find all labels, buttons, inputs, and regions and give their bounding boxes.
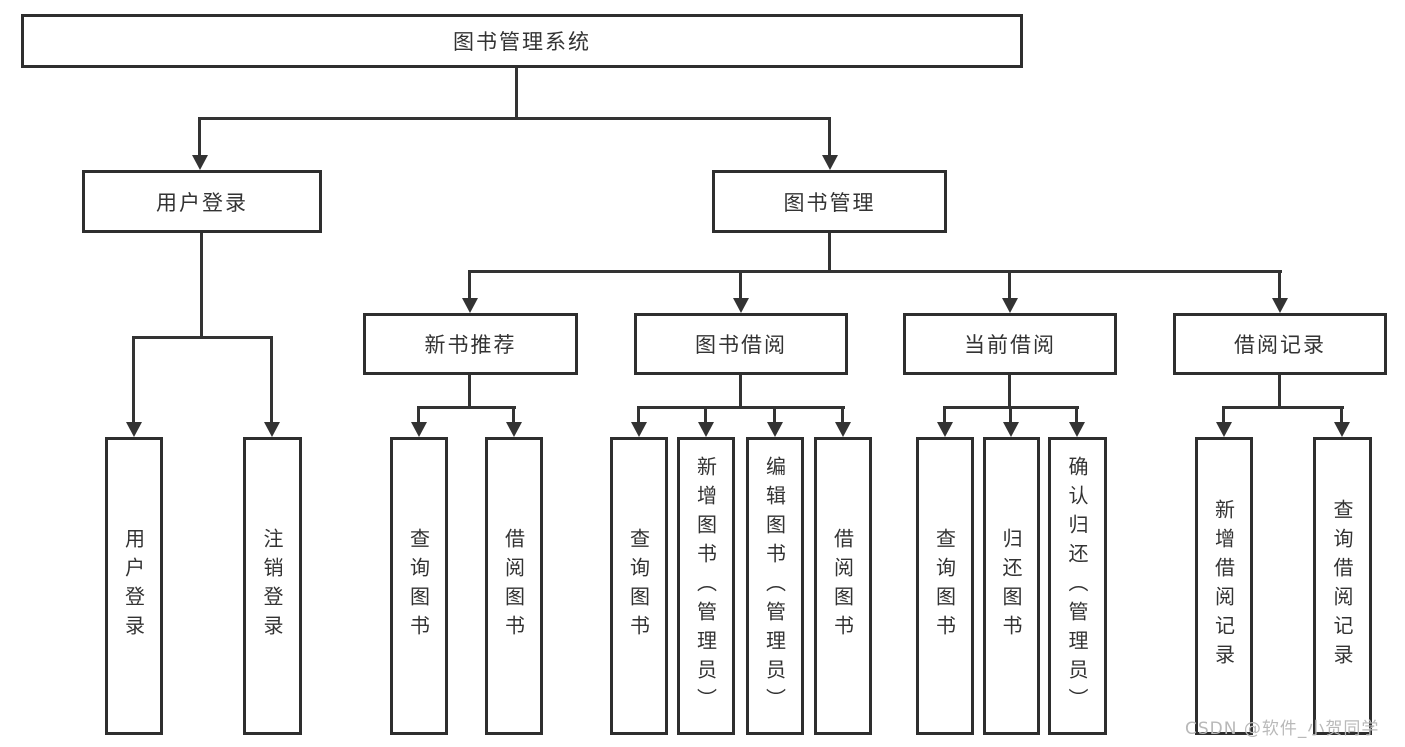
connector-root-stem: [515, 68, 518, 117]
connector-to-new-book-recommend: [468, 270, 471, 298]
connector-to-bb-query: [637, 406, 640, 422]
node-borrow-add-books-admin: 新增图书（管理员）: [677, 437, 735, 735]
arrow-down-current-borrowing: [1002, 298, 1018, 313]
connector-to-br-query: [1340, 406, 1343, 422]
node-records-query-record: 查询借阅记录: [1313, 437, 1372, 735]
node-book-management: 图书管理: [712, 170, 947, 233]
node-borrow-query-books: 查询图书: [610, 437, 668, 735]
connector-to-current-borrowing: [1008, 270, 1011, 298]
connector-to-user-login: [198, 117, 201, 155]
node-current-confirm-return-admin: 确认归还（管理员）: [1048, 437, 1107, 735]
csdn-watermark: CSDN @软件_小贺同学: [1185, 719, 1380, 739]
node-borrowing-records: 借阅记录: [1173, 313, 1387, 375]
connector-to-cb-return: [1009, 406, 1012, 422]
arrow-down-bb-borrow: [835, 422, 851, 437]
connector-to-bb-add: [704, 406, 707, 422]
node-book-borrowing: 图书借阅: [634, 313, 848, 375]
connector-new-book-stem: [468, 375, 471, 406]
connector-root-split: [198, 117, 831, 120]
node-newbooks-borrow-books: 借阅图书: [485, 437, 543, 735]
node-current-query-books: 查询图书: [916, 437, 974, 735]
node-newbooks-query-books: 查询图书: [390, 437, 448, 735]
connector-user-login-stem: [200, 233, 203, 336]
connector-to-nb-query: [417, 406, 420, 422]
connector-to-login: [132, 336, 135, 422]
connector-to-bb-edit: [773, 406, 776, 422]
connector-to-book-borrowing: [739, 270, 742, 298]
arrow-down-book-borrowing: [733, 298, 749, 313]
arrow-down-bb-edit: [767, 422, 783, 437]
connector-new-book-split: [417, 406, 516, 409]
node-current-return-books: 归还图书: [983, 437, 1040, 735]
connector-book-borrowing-stem: [739, 375, 742, 406]
node-borrow-borrow-books: 借阅图书: [814, 437, 872, 735]
connector-to-borrowing-records: [1278, 270, 1281, 298]
arrow-down-br-query: [1334, 422, 1350, 437]
connector-to-cb-confirm: [1075, 406, 1078, 422]
connector-user-login-split: [132, 336, 273, 339]
arrow-down-cb-return: [1003, 422, 1019, 437]
node-new-book-recommend: 新书推荐: [363, 313, 578, 375]
arrow-down-borrowing-records: [1272, 298, 1288, 313]
arrow-down-nb-borrow: [506, 422, 522, 437]
connector-to-cb-query: [943, 406, 946, 422]
connector-to-nb-borrow: [512, 406, 515, 422]
connector-book-borrowing-split: [637, 406, 845, 409]
node-user-login: 用户登录: [82, 170, 322, 233]
arrow-down-cb-confirm: [1069, 422, 1085, 437]
node-logout-leaf: 注销登录: [243, 437, 302, 735]
node-library-system: 图书管理系统: [21, 14, 1023, 68]
arrow-down-login: [126, 422, 142, 437]
connector-to-logout: [270, 336, 273, 422]
arrow-down-bb-add: [698, 422, 714, 437]
connector-book-management-split: [468, 270, 1282, 273]
arrow-down-logout: [264, 422, 280, 437]
node-records-add-record: 新增借阅记录: [1195, 437, 1253, 735]
connector-borrowing-records-split: [1222, 406, 1344, 409]
connector-borrowing-records-stem: [1278, 375, 1281, 406]
connector-book-management-stem: [828, 233, 831, 273]
connector-to-bb-borrow: [841, 406, 844, 422]
connector-to-br-add: [1222, 406, 1225, 422]
connector-current-borrowing-stem: [1008, 375, 1011, 406]
node-current-borrowing: 当前借阅: [903, 313, 1117, 375]
arrow-down-br-add: [1216, 422, 1232, 437]
arrow-down-book-management: [822, 155, 838, 170]
arrow-down-user-login: [192, 155, 208, 170]
arrow-down-cb-query: [937, 422, 953, 437]
node-borrow-edit-books-admin: 编辑图书（管理员）: [746, 437, 804, 735]
node-login-leaf: 用户登录: [105, 437, 163, 735]
connector-to-book-management: [828, 117, 831, 155]
arrow-down-new-book-recommend: [462, 298, 478, 313]
arrow-down-bb-query: [631, 422, 647, 437]
arrow-down-nb-query: [411, 422, 427, 437]
